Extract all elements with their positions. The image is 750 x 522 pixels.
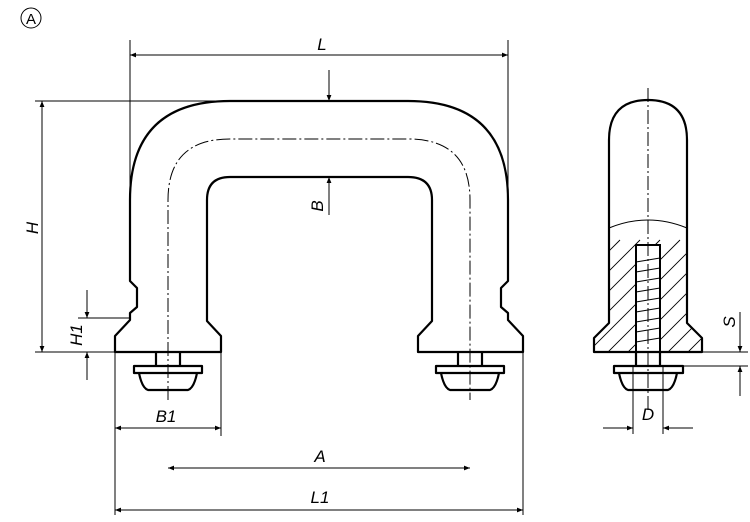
dimension-L: L [129,35,509,200]
dimension-L1-label: L1 [311,488,330,507]
bolt-right [434,352,506,392]
side-view [592,88,704,410]
bolt-left [132,352,204,392]
dimension-H-label: H [23,221,42,234]
view-marker-label: A [26,11,36,28]
dimension-B1: B1 [114,352,222,515]
dimension-B: B [308,70,332,215]
dimension-L-label: L [317,35,326,54]
view-marker: A [20,7,42,29]
dimension-D-label: D [642,405,654,424]
dimension-B1-label: B1 [156,407,177,426]
dimension-H: H [23,100,230,353]
dimension-A: A [168,447,470,471]
dimension-S-label: S [720,316,739,328]
dimension-D: D [603,366,693,434]
section-hatch [594,239,702,352]
dimension-L1: L1 [115,352,524,515]
dimension-H1: H1 [67,290,130,380]
dimension-S: S [683,312,748,396]
handle-outline [113,99,525,354]
dimension-H1-label: H1 [67,324,86,346]
dimension-A-label: A [313,447,325,466]
centerline [167,138,471,400]
dimension-B-label: B [308,200,327,211]
